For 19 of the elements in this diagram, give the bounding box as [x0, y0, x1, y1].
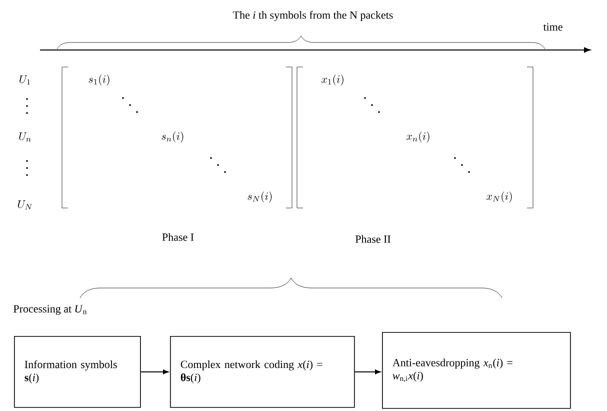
label: Processing at U$_{n}$	[14, 305, 87, 315]
label: $x_1(i)$	[322, 74, 344, 86]
label: $U_N$	[18, 200, 32, 210]
label: $x_N(i)$	[486, 192, 512, 202]
label: Phase I	[162, 233, 194, 241]
process-box: Information symbols s(i)	[14, 336, 141, 408]
label: $s_N(i)$	[248, 192, 272, 202]
label: $U_n$	[19, 132, 31, 142]
arrow	[354, 370, 381, 374]
label: $s_n(i)$	[162, 132, 184, 142]
process-box: Complex network coding x(i) = θs(i)	[170, 336, 355, 408]
label: $U_1$	[20, 75, 30, 85]
process-box: Anti-eavesdropping x$_{n}$(i) = w$_{n,i}$x(i)	[382, 332, 571, 409]
label: Phase II	[355, 235, 390, 243]
label: The i th symbols from the N packets	[233, 10, 393, 22]
label: $s_1(i)$	[88, 74, 110, 86]
label: $x_n(i)$	[406, 132, 430, 142]
label: time	[543, 23, 562, 31]
arrow	[140, 370, 169, 374]
